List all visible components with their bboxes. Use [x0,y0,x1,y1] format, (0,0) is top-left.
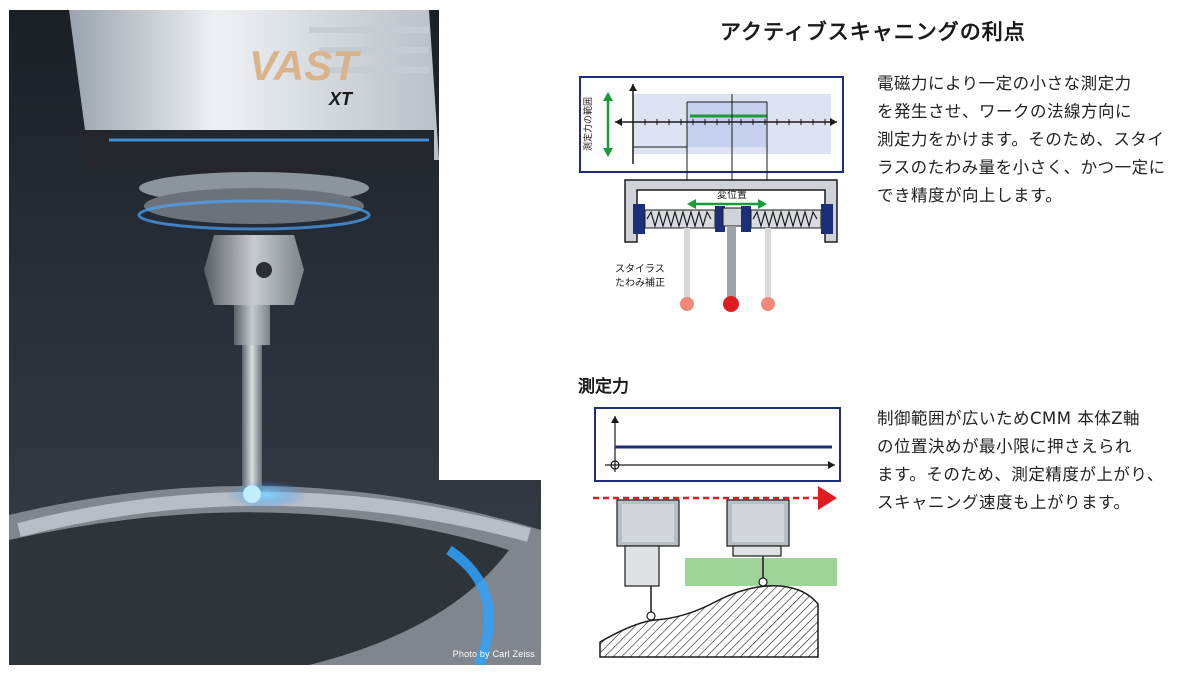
photo-credit: Photo by Carl Zeiss [452,649,535,659]
paragraph-1-line: 測定力をかけます。そのため、スタイ [877,130,1165,149]
section2-label: 測定力 [578,377,629,397]
page-title: アクティブスキャニングの利点 [720,20,1026,44]
workpiece-surface [599,585,819,658]
logo-subtext: XT [328,89,354,109]
axis-label: 測定力の範囲 [582,97,594,151]
paragraph-2: 制御範囲が広いためCMM 本体Z軸 の位置決めが最小限に押さえられ ます。そのた… [877,405,1195,517]
paragraph-2-line: ます。そのため、測定精度が上がり、 [877,465,1164,484]
stylus-ball-center [723,296,739,312]
paragraph-1: 電磁力により一定の小さな測定力 を発生させ、ワークの法線方向に 測定力をかけます… [877,70,1195,210]
displacement-label: 変位置 [717,188,747,201]
probe-illustration: VAST XT [9,10,541,665]
logo-text: VAST [249,42,361,89]
stylus-ball-left [680,297,694,311]
paragraph-1-line: でき精度が向上します。 [877,186,1063,205]
shade-inner [687,102,767,147]
paragraph-1-line: 電磁力により一定の小さな測定力 [877,74,1132,93]
paragraph-1-line: を発生させ、ワークの法線方向に [877,102,1132,121]
stylus-ball-right [761,297,775,311]
probe-photo: VAST XT Photo by Carl Zeiss [9,10,541,665]
graph-frame-2 [594,407,841,482]
stylus-label-1: スタイラス [615,263,665,275]
paragraph-2-line: の位置決めが最小限に押さえられ [877,437,1132,456]
z-axis-diagram [593,407,841,658]
paragraph-2-line: 制御範囲が広いためCMM 本体Z軸 [877,409,1141,428]
paragraph-2-line: スキャニング速度も上がります。 [877,493,1131,512]
stylus-label-2: たわみ補正 [615,276,665,289]
paragraph-1-line: ラスのたわみ量を小さく、かつ一定に [877,158,1166,177]
force-diagram: 測定力の範囲 変位置 スタイラス たわみ補正 [579,76,844,312]
